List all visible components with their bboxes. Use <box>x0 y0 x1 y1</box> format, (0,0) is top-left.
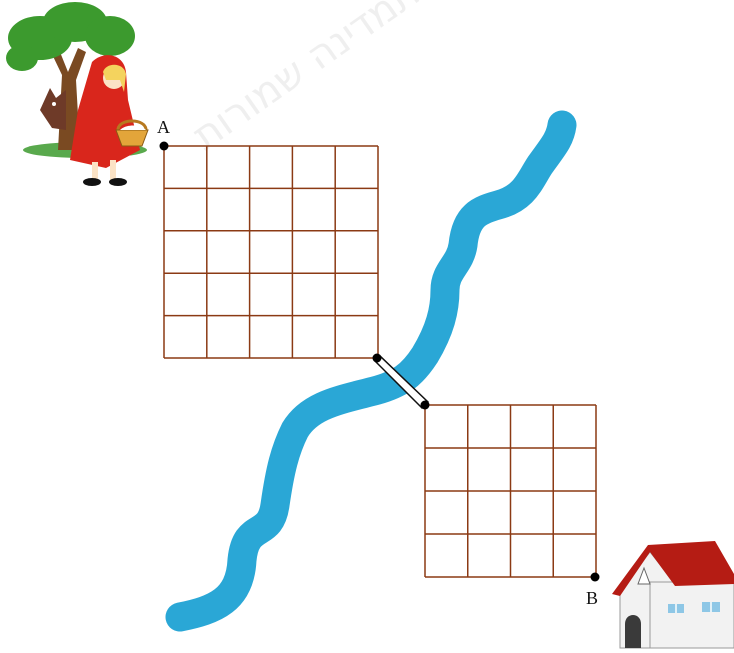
bridge-end-dot <box>420 400 430 410</box>
river-icon <box>165 110 577 632</box>
point-b-label: B <box>586 588 598 608</box>
grid-bottom <box>424 404 597 578</box>
bridge-start-dot <box>372 353 382 363</box>
point-a-label: A <box>157 117 170 137</box>
point-a-dot <box>159 141 169 151</box>
red-riding-hood-icon <box>6 2 149 186</box>
watermark-text: נתמדינה שמורות <box>184 0 441 159</box>
point-b-dot <box>590 572 600 582</box>
grid-top <box>163 145 379 359</box>
house-icon <box>612 541 734 649</box>
watermark: נתמדינה שמורות <box>184 0 441 159</box>
